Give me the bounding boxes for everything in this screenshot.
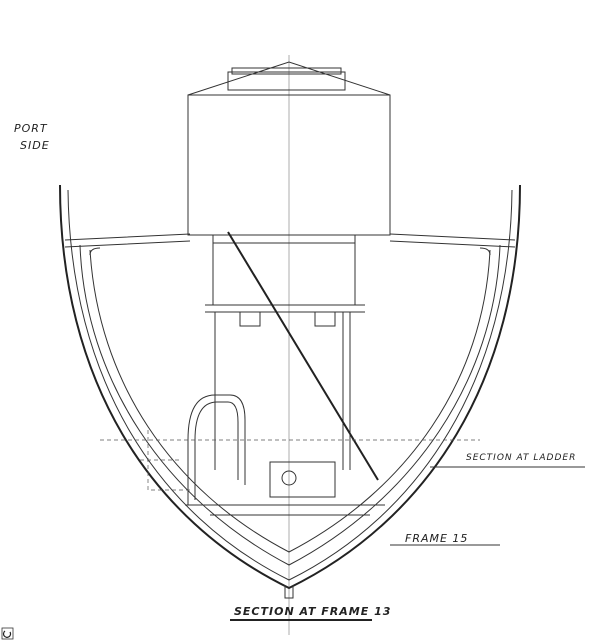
hull-inner-shell bbox=[67, 189, 513, 581]
hull-outer-shell bbox=[59, 184, 521, 590]
diagonal-stay bbox=[227, 231, 379, 481]
deck-brackets bbox=[89, 247, 491, 256]
section-at-ladder-label: SECTION AT LADDER bbox=[466, 453, 577, 463]
rotate-icon[interactable] bbox=[1, 627, 14, 640]
frame-inner-line bbox=[89, 249, 491, 553]
deckhouse-roof bbox=[187, 61, 391, 96]
frame-15-line bbox=[79, 244, 501, 566]
port-side-label-line1: PORT bbox=[14, 122, 48, 135]
starboard-deck bbox=[389, 233, 516, 248]
floor bbox=[185, 504, 385, 516]
port-deck bbox=[64, 233, 191, 248]
keel bbox=[284, 585, 294, 599]
port-side-label-line2: SIDE bbox=[20, 139, 50, 152]
roof-cap-top bbox=[231, 67, 342, 75]
drawing-title: SECTION AT FRAME 13 bbox=[234, 605, 392, 618]
bearing-right bbox=[314, 311, 336, 327]
engine-casing bbox=[212, 234, 356, 306]
crankshaft-bearing bbox=[269, 461, 336, 498]
engine-frame bbox=[187, 394, 246, 505]
ladder-section bbox=[100, 430, 480, 491]
shaft bbox=[281, 470, 297, 486]
frame-15-label: FRAME 15 bbox=[405, 532, 469, 545]
roof-cap bbox=[227, 71, 346, 91]
bearing-left bbox=[239, 311, 261, 327]
